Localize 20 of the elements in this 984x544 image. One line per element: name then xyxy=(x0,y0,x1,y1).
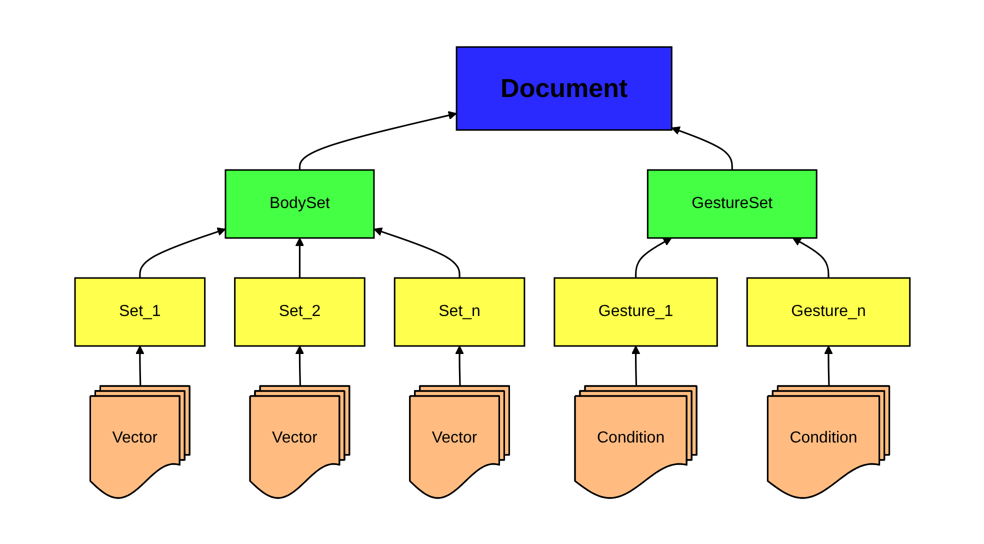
arrow xyxy=(294,345,304,386)
node-box: Set_n xyxy=(393,276,525,346)
arrow xyxy=(294,237,304,278)
node-box: GestureSet xyxy=(646,168,817,238)
arrow xyxy=(670,126,732,170)
arrow xyxy=(454,345,464,386)
arrow xyxy=(634,237,672,278)
node-box: BodySet xyxy=(224,168,374,238)
arrow xyxy=(135,345,144,386)
node-box: Gesture_1 xyxy=(553,276,718,346)
node-box: Set_2 xyxy=(234,276,365,346)
arrow xyxy=(824,345,832,386)
node-box: Gesture_n xyxy=(746,276,910,346)
node-box: Set_1 xyxy=(74,276,206,346)
arrow xyxy=(792,237,829,278)
arrow xyxy=(373,226,460,278)
arrow xyxy=(630,345,640,386)
arrow xyxy=(298,110,457,170)
node-box: Document xyxy=(455,46,672,130)
arrow xyxy=(138,226,226,278)
